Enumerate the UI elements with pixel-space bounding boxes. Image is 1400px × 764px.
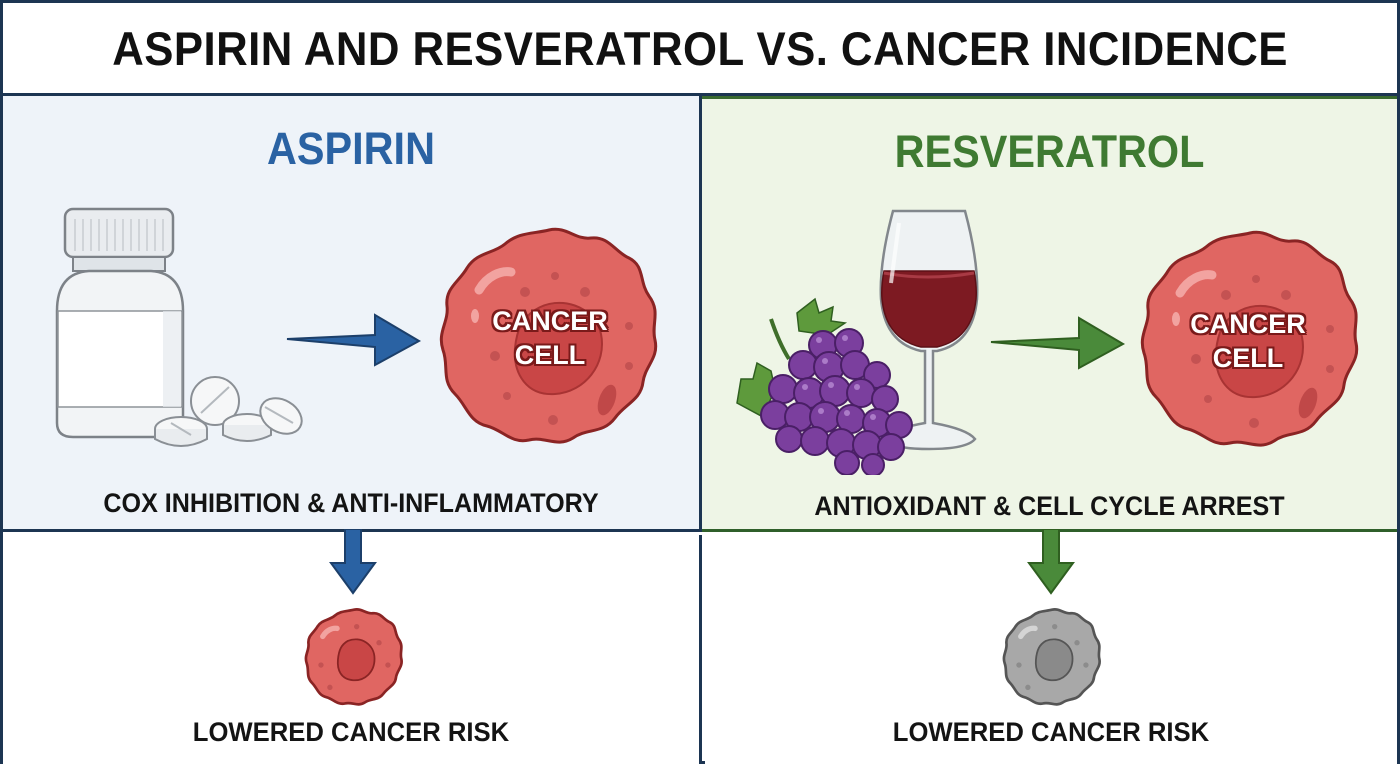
resveratrol-heading: RESVERATROL bbox=[894, 126, 1205, 177]
resveratrol-arrow-icon bbox=[990, 316, 1126, 370]
resveratrol-outcome-label: LOWERED CANCER RISK bbox=[892, 717, 1210, 747]
down-arrow-icon bbox=[329, 529, 377, 595]
cancer-cell-label: CANCER CELL bbox=[1173, 307, 1323, 375]
aspirin-outcome-label: LOWERED CANCER RISK bbox=[192, 717, 510, 747]
cancer-cell-label-line2: CELL bbox=[1212, 343, 1284, 373]
aspirin-heading: ASPIRIN bbox=[267, 123, 435, 174]
cancer-cell-icon bbox=[1140, 230, 1359, 447]
page-title: ASPIRIN AND RESVERATROL VS. CANCER INCID… bbox=[112, 21, 1288, 75]
cancer-cell-label: CANCER CELL bbox=[475, 304, 625, 372]
down-arrow-icon bbox=[1027, 529, 1075, 595]
resveratrol-outcome-panel: LOWERED CANCER RISK bbox=[705, 529, 1397, 764]
resveratrol-mechanism-label: ANTIOXIDANT & CELL CYCLE ARREST bbox=[814, 491, 1285, 521]
title-bar: ASPIRIN AND RESVERATROL VS. CANCER INCID… bbox=[3, 3, 1397, 96]
aspirin-panel: ASPIRIN bbox=[3, 96, 702, 532]
cancer-cell-label-line2: CELL bbox=[514, 340, 586, 370]
aspirin-arrow-icon bbox=[286, 313, 422, 367]
aspirin-outcome-panel: LOWERED CANCER RISK bbox=[3, 529, 702, 764]
small-red-cell-icon bbox=[304, 608, 403, 706]
small-gray-cell-icon bbox=[1002, 608, 1101, 706]
cancer-cell-label-line1: CANCER bbox=[492, 306, 608, 336]
pill-bottle-icon bbox=[55, 207, 303, 447]
wine-glass-and-grapes-icon bbox=[736, 209, 979, 475]
cancer-cell-icon bbox=[439, 227, 658, 444]
resveratrol-panel: RESVERATROL bbox=[702, 96, 1397, 532]
cancer-cell-label-line1: CANCER bbox=[1190, 309, 1306, 339]
aspirin-mechanism-label: COX INHIBITION & ANTI-INFLAMMATORY bbox=[103, 488, 599, 518]
